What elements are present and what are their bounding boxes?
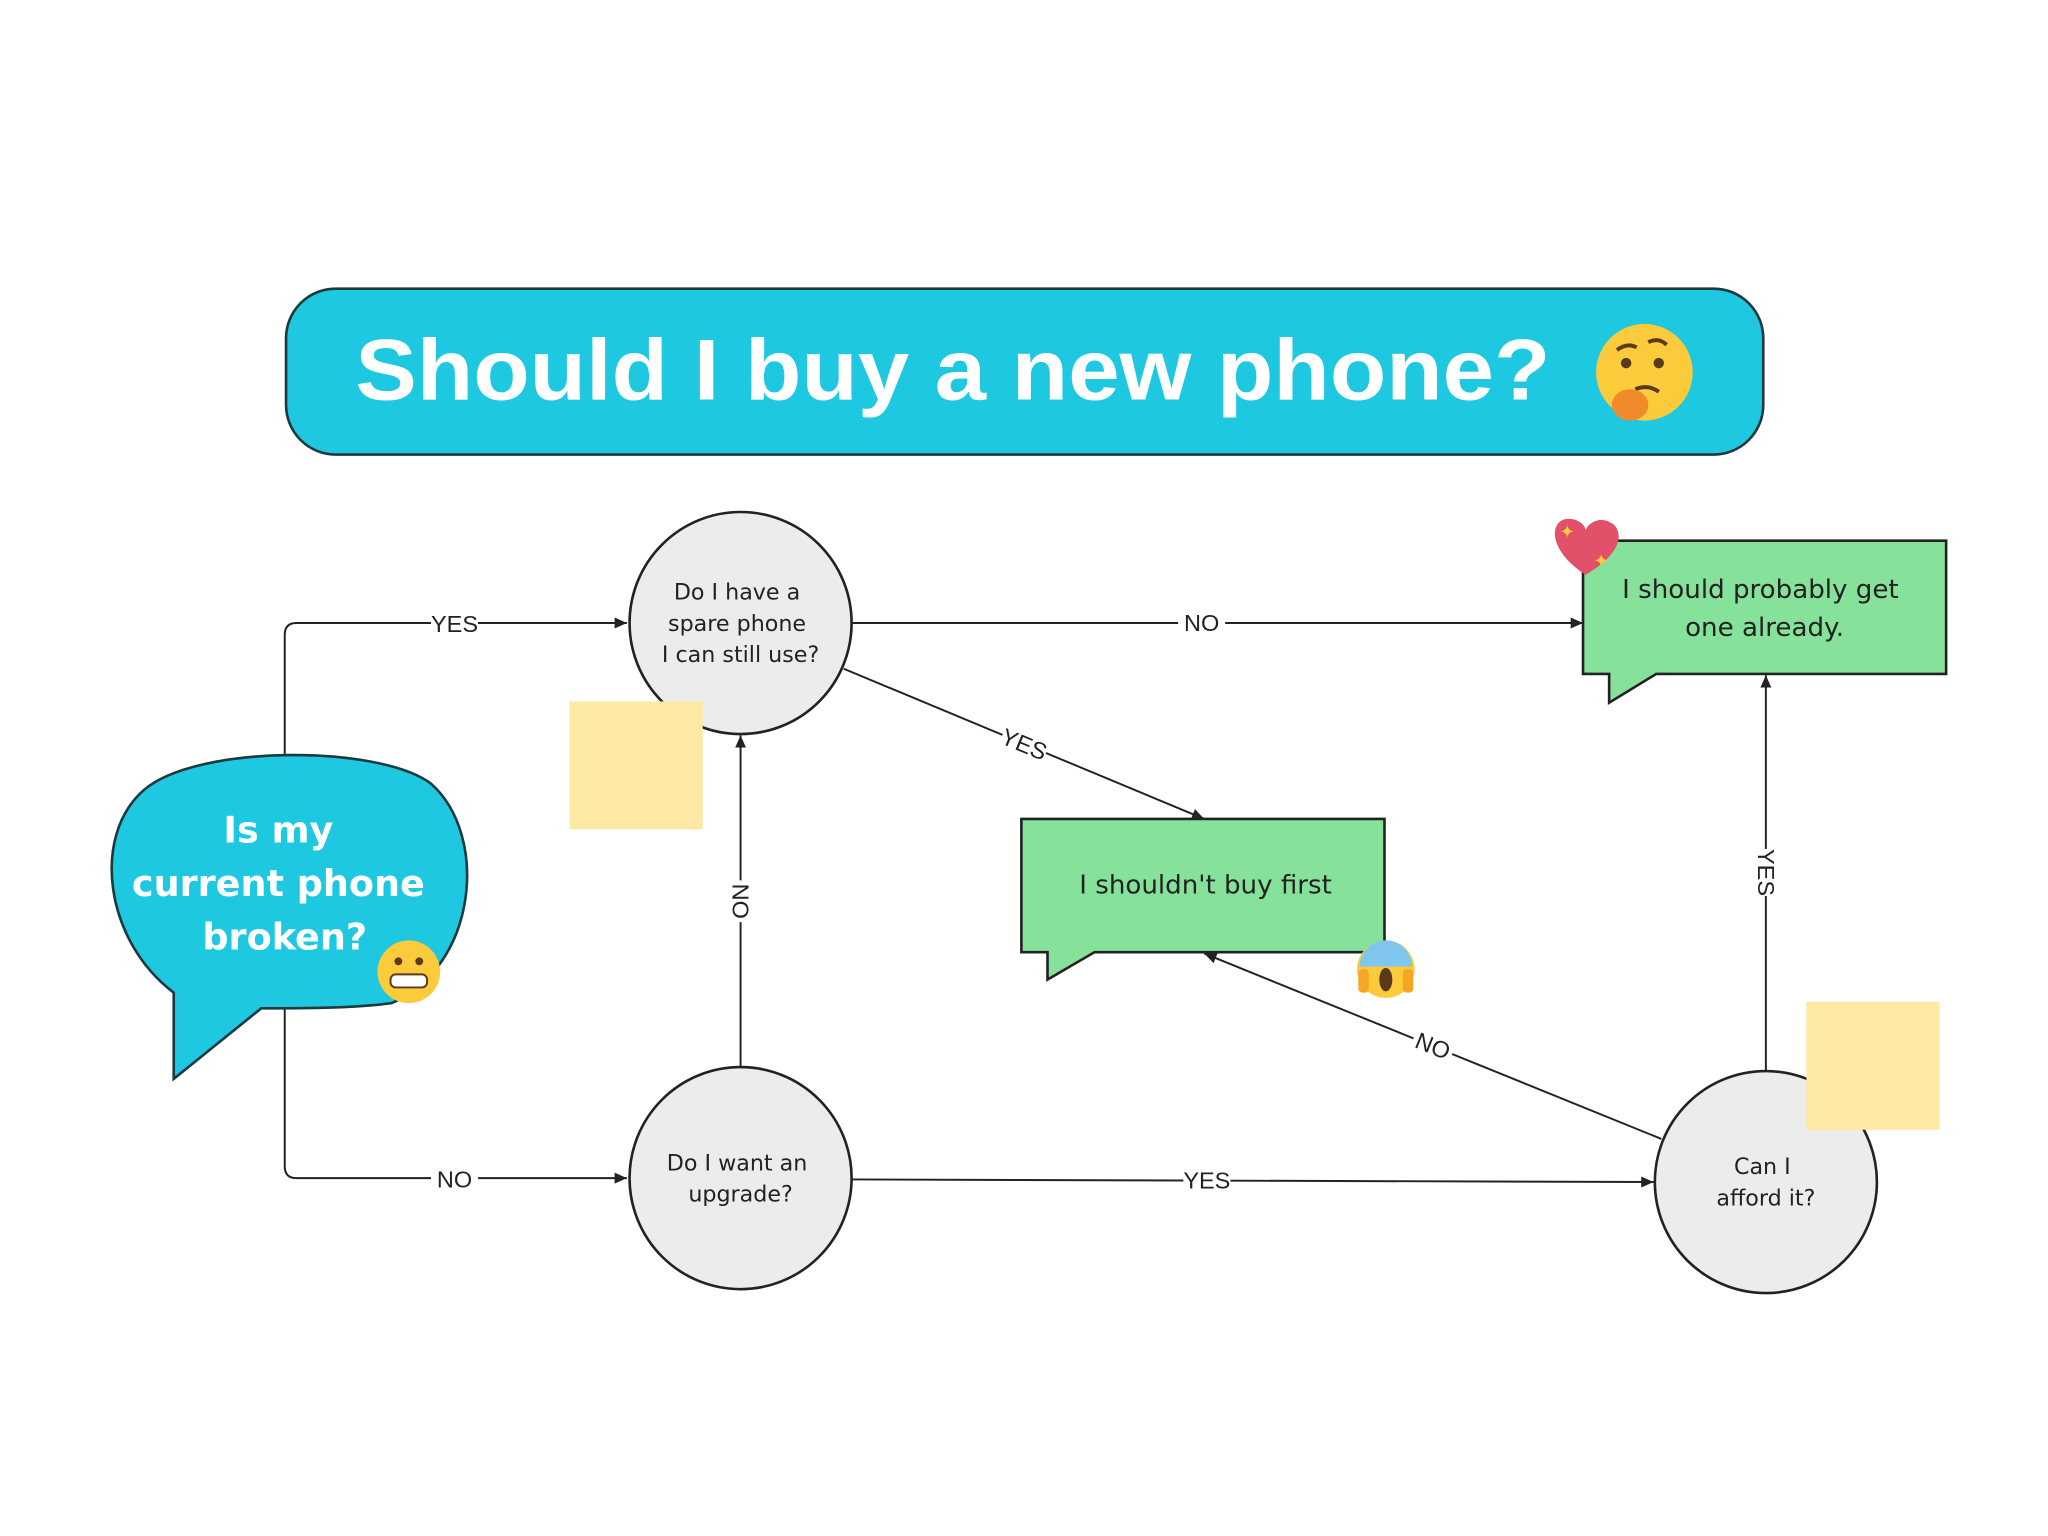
svg-text:✦: ✦ <box>1593 551 1608 572</box>
node-want-upgrade: Do I want an upgrade? <box>628 1065 853 1291</box>
screaming-face-icon <box>1357 940 1415 998</box>
outcome-buy: I should probably get one already. ✦ ✦ <box>1554 518 1948 706</box>
svg-text:Is my current phone: Is my current phone broken? <box>132 808 438 958</box>
edge-upgrade-yes <box>851 1176 1654 1188</box>
sparkling-heart-icon: ✦ ✦ <box>1554 518 1619 575</box>
edge-label-afford-yes: YES <box>1753 849 1779 896</box>
start-question: Is my current phone broken? <box>110 753 469 1082</box>
edge-broken-no <box>283 1008 627 1184</box>
svg-text:✦: ✦ <box>1560 522 1575 543</box>
title-banner: Should I buy a new phone? <box>284 287 1765 456</box>
svg-text:I should probably get on: I should probably get one already. <box>1622 575 1907 643</box>
outcome-dont-buy: I shouldn't buy first <box>1020 817 1415 998</box>
svg-text:Can I afford it?: Can I afford it? <box>1716 1154 1815 1211</box>
edge-label-spare-yes: YES <box>997 723 1050 765</box>
grimacing-face-icon <box>377 940 441 1004</box>
node-spare-phone: Do I have a spare phone I can still use? <box>628 510 853 736</box>
edge-label-upgrade-no: NO <box>728 884 754 919</box>
svg-text:I shouldn't buy first: I shouldn't buy first <box>1079 870 1332 900</box>
edge-label-broken-no: NO <box>437 1166 472 1192</box>
sticky-note <box>1806 1001 1940 1130</box>
edge-label-upgrade-yes: YES <box>1183 1168 1230 1194</box>
svg-text:Do I have a spare phone: Do I have a spare phone I can still use? <box>662 580 819 669</box>
edge-label-spare-no: NO <box>1184 610 1219 636</box>
svg-text:Do I want an upgrade?: Do I want an upgrade? <box>667 1150 815 1207</box>
page-title: Should I buy a new phone? <box>355 323 1550 419</box>
edge-label-broken-yes: YES <box>431 611 478 637</box>
edge-broken-yes <box>283 617 627 755</box>
sticky-note <box>569 701 703 830</box>
thinking-face-icon <box>1596 323 1693 421</box>
